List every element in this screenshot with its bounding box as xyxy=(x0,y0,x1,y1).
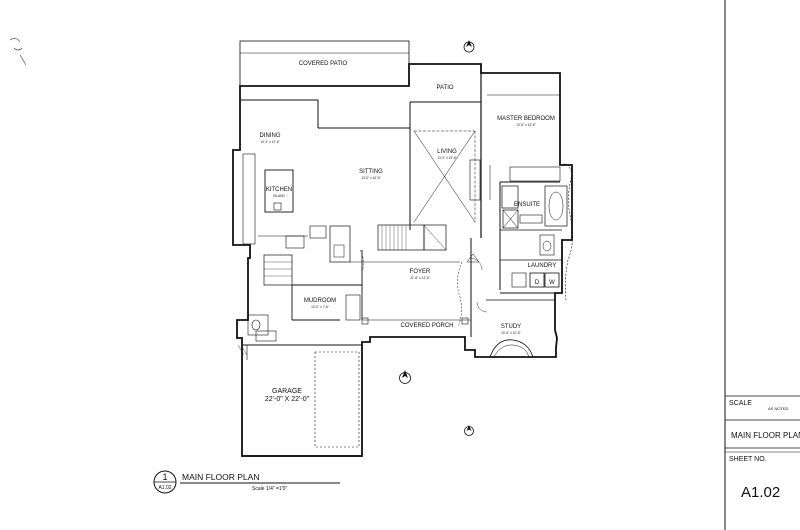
floor-plan-drawing xyxy=(232,40,573,457)
label-laundry: LAUNDRY xyxy=(528,263,557,269)
exterior-walls xyxy=(232,63,573,457)
dim-living: 13'-0" x 15'-6" xyxy=(437,156,457,160)
room-labels: COVERED PATIO PATIO MASTER BEDROOM 13'-6… xyxy=(260,61,557,403)
caption-scale: Scale 1/4" =1'0" xyxy=(252,486,287,492)
label-living: LIVING xyxy=(437,149,457,155)
label-master-bedroom: MASTER BEDROOM xyxy=(497,116,555,122)
label-sitting: SITTING xyxy=(359,169,383,175)
scale-label: SCALE xyxy=(729,400,752,407)
label-washer: W xyxy=(549,280,555,286)
sheet-no-label: SHEET NO. xyxy=(729,456,767,463)
label-dining: DINING xyxy=(260,133,281,139)
kitchen-island xyxy=(264,169,294,213)
dim-dining: 14'-4" x 12'-6" xyxy=(260,140,280,144)
north-arrow-bottom xyxy=(464,425,474,436)
label-ensuite: ENSUITE xyxy=(514,202,540,208)
garage-parking-outline xyxy=(314,351,360,448)
label-garage: GARAGE xyxy=(272,388,302,395)
caption-bubble-ref: A1.02 xyxy=(158,485,171,491)
caption-title: MAIN FLOOR PLAN xyxy=(182,472,259,482)
dim-mudroom: 10'-0" x 7'-6" xyxy=(311,305,329,309)
main-stairs xyxy=(377,224,425,251)
dim-foyer: 21'-6" x 12'-6" xyxy=(410,276,430,280)
dim-study: 10'-6" x 10'-6" xyxy=(501,331,521,335)
scale-value: AS NOTED xyxy=(768,406,789,411)
label-covered-patio: COVERED PATIO xyxy=(299,61,348,67)
title-block: SCALE AS NOTED MAIN FLOOR PLAN SHEET NO.… xyxy=(725,395,800,501)
label-foyer: FOYER xyxy=(410,269,431,275)
margin-scribble xyxy=(9,38,27,66)
bathtub xyxy=(544,185,568,227)
north-arrow-top xyxy=(463,40,475,53)
label-study: STUDY xyxy=(501,324,521,330)
drawing-title: MAIN FLOOR PLAN xyxy=(731,431,800,440)
dim-sitting: 13'-0" x 16'-6" xyxy=(361,176,381,180)
plan-caption: 1 A1.02 MAIN FLOOR PLAN Scale 1/4" =1'0" xyxy=(153,470,340,494)
caption-bubble-number: 1 xyxy=(162,472,167,482)
dim-garage: 22'-0" X 22'-0" xyxy=(265,396,310,403)
label-patio: PATIO xyxy=(436,85,453,91)
label-covered-porch: COVERED PORCH xyxy=(400,323,453,329)
north-arrow-center xyxy=(399,370,411,384)
sheet-number: A1.02 xyxy=(741,484,780,501)
dim-master-bedroom: 13'-6" x 15'-6" xyxy=(516,123,536,127)
label-kitchen: KITCHEN xyxy=(266,187,292,193)
label-dryer: D xyxy=(535,280,540,286)
label-island: ISLAND xyxy=(273,194,285,198)
label-mudroom: MUDROOM xyxy=(304,298,336,304)
